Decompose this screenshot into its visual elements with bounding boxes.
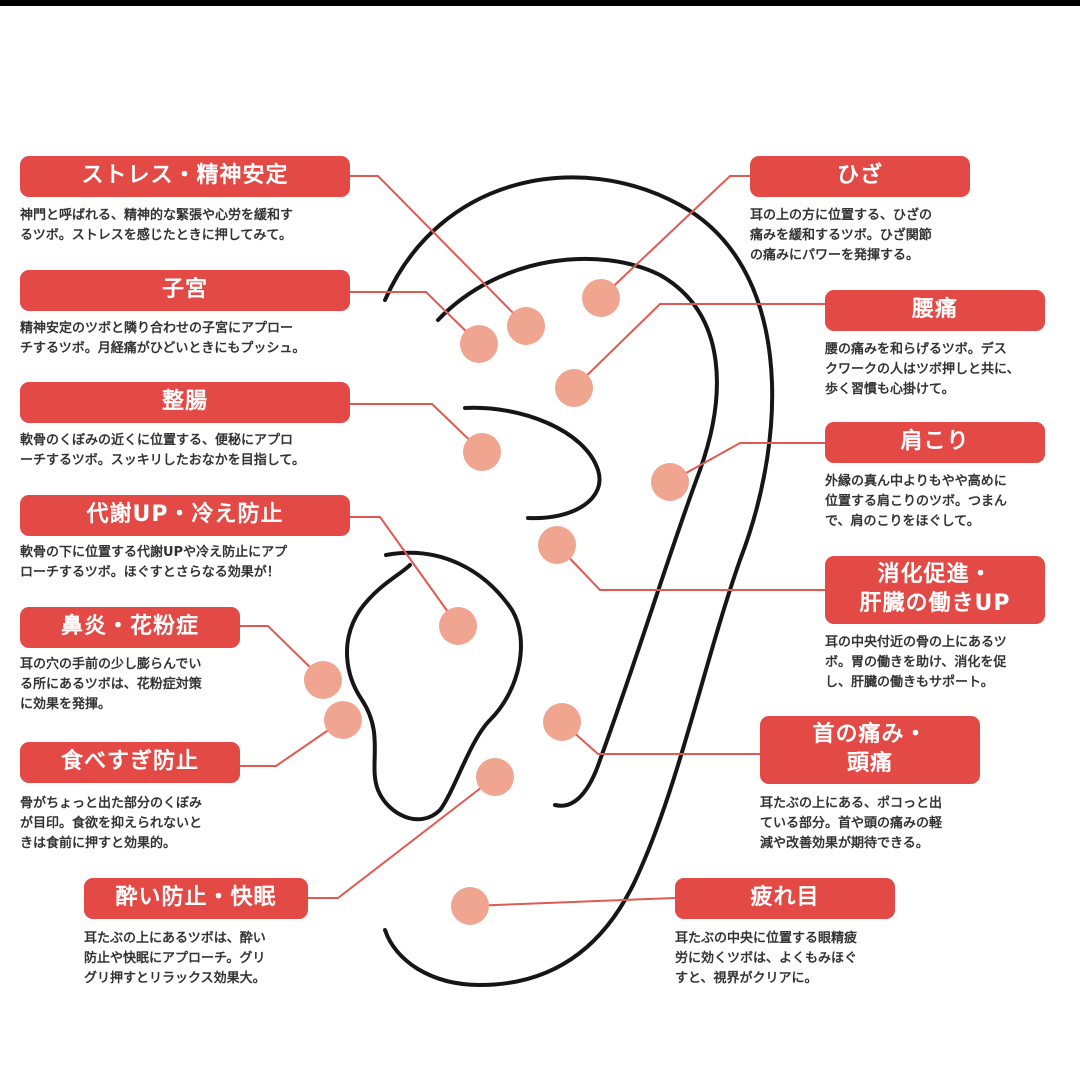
desc-uterus: 精神安定のツボと隣り合わせの子宮にアプロー チするツボ。月経痛がひどいときにもプ…	[20, 321, 306, 357]
leader-line-stress	[350, 175, 527, 327]
leader-line-backpain	[573, 303, 825, 389]
desc-digestion: 耳の中央付近の骨の上にあるツ ボ。胃の働きを助け、消化を促 し、肝臓の働きもサポ…	[825, 635, 1007, 691]
point-metabolism	[439, 607, 477, 645]
point-digestion	[538, 526, 576, 564]
label-text: 鼻炎・花粉症	[60, 614, 199, 640]
label-text: 酔い防止・快眠	[115, 885, 277, 911]
leader-line-overeating	[240, 719, 344, 767]
desc-intestine: 軟骨のくぼみの近くに位置する、便秘にアプロ ーチするツボ。スッキリしたおなかを目…	[20, 433, 305, 469]
label-text: 子宮	[161, 277, 208, 303]
label-text: 肩こり	[900, 429, 970, 455]
leader-line-digestion	[556, 544, 825, 591]
point-knee	[582, 279, 620, 317]
label-text: ストレス・精神安定	[81, 163, 289, 189]
point-eyes	[451, 887, 489, 925]
point-sickness	[476, 758, 514, 796]
label-eyes: 疲れ目	[675, 878, 895, 919]
ear-inner-outline	[436, 256, 719, 808]
desc-eyes: 耳たぶの中央に位置する眼精疲 労に効くツボは、よくもみほぐ すと、視界がクリアに…	[675, 931, 858, 987]
label-text-2: 肝臓の働きUP	[859, 591, 1011, 616]
label-sickness: 酔い防止・快眠	[84, 878, 308, 919]
label-rhinitis: 鼻炎・花粉症	[20, 607, 240, 648]
label-uterus: 子宮	[20, 270, 350, 311]
desc-rhinitis: 耳の穴の手前の少し膨らんでい る所にあるツボは、花粉症対策 に効果を発揮。	[20, 657, 202, 713]
label-text: 疲れ目	[750, 885, 820, 911]
point-stress	[507, 307, 545, 345]
desc-backpain: 腰の痛みを和らげるツボ。デス クワークの人はツボ押しと共に、 歩く習慣も心掛けて…	[825, 342, 1020, 398]
desc-sickness: 耳たぶの上にあるツボは、酔い 防止や快眠にアプローチ。グリ グリ押すとリラックス…	[84, 931, 266, 987]
label-text-2: 頭痛	[846, 751, 893, 776]
top-border	[0, 0, 1080, 6]
desc-overeating: 骨がちょっと出た部分のくぼみ が目印。食欲を抑えられないと きは食前に押すと効果…	[20, 796, 203, 852]
label-overeating: 食べすぎ防止	[20, 742, 240, 783]
leader-line-knee	[600, 175, 750, 299]
label-knee: ひざ	[750, 156, 970, 197]
point-rhinitis	[304, 661, 342, 699]
ear-concha	[345, 550, 523, 822]
label-text: 代謝UP・冷え防止	[86, 502, 284, 528]
label-text: 整腸	[161, 389, 208, 415]
label-backpain: 腰痛	[825, 290, 1045, 331]
desc-stress: 神門と呼ばれる、精神的な緊張や心労を緩和す るツボ。ストレスを感じたときに押して…	[20, 208, 294, 244]
point-backpain	[555, 369, 593, 407]
desc-knee: 耳の上の方に位置する、ひざの 痛みを緩和するツボ。ひざ関節 の痛みにパワーを発揮…	[750, 208, 933, 264]
point-neck	[543, 703, 581, 741]
label-text: 食べすぎ防止	[60, 749, 199, 775]
leader-line-intestine	[350, 403, 483, 453]
label-text-1: 消化促進・	[877, 562, 993, 588]
point-intestine	[463, 433, 501, 471]
point-overeating	[324, 701, 362, 739]
leader-line-eyes	[469, 897, 676, 907]
label-stress: ストレス・精神安定	[20, 156, 350, 197]
label-neck: 首の痛み・ 頭痛	[760, 716, 980, 784]
leader-line-uterus	[350, 291, 480, 345]
desc-metabolism: 軟骨の下に位置する代謝UPや冷え防止にアプ ローチするツボ。ほぐすとさらなる効果…	[20, 545, 288, 581]
desc-neck: 耳たぶの上にある、ポコっと出 ている部分。首や頭の痛みの軽 減や改善効果が期待で…	[760, 796, 943, 852]
point-shoulder	[651, 463, 689, 501]
label-text-1: 首の痛み・	[812, 722, 928, 748]
ear-outer-outline	[383, 175, 775, 987]
point-uterus	[460, 325, 498, 363]
label-digestion: 消化促進・ 肝臓の働きUP	[825, 556, 1045, 624]
leader-line-sickness	[308, 776, 496, 899]
desc-shoulder: 外縁の真ん中よりもやや高めに 位置する肩こりのツボ。つまん で、肩のこりをほぐし…	[825, 474, 1008, 530]
leader-line-rhinitis	[240, 625, 324, 681]
label-metabolism: 代謝UP・冷え防止	[20, 495, 350, 536]
label-shoulder: 肩こり	[825, 422, 1045, 463]
leader-line-shoulder	[669, 442, 825, 483]
ear-fold-upper	[463, 405, 602, 521]
leader-line-neck	[561, 721, 760, 755]
leader-line-metabolism	[350, 516, 459, 627]
label-text: ひざ	[836, 163, 883, 189]
label-intestine: 整腸	[20, 382, 350, 423]
label-text: 腰痛	[911, 297, 958, 323]
